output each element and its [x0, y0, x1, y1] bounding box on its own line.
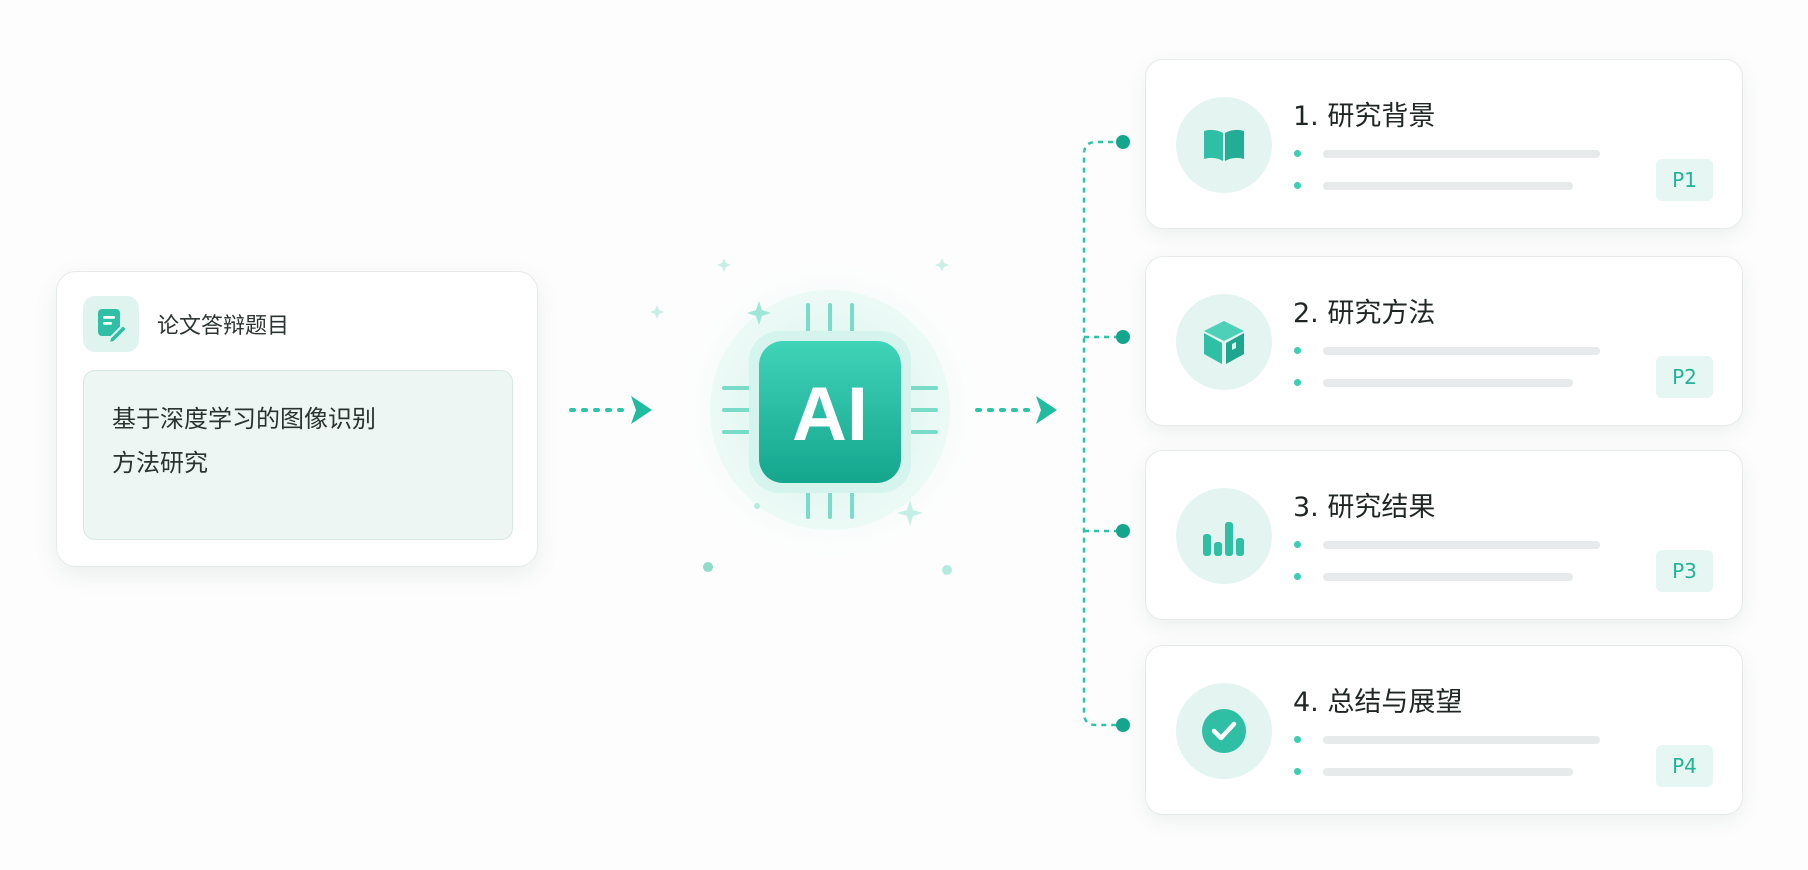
- section-title: 4. 总结与展望: [1293, 687, 1463, 718]
- input-label: 论文答辩题目: [157, 314, 290, 339]
- section-title: 2. 研究方法: [1293, 298, 1436, 329]
- thesis-topic-card: 论文答辩题目 基于深度学习的图像识别 方法研究: [56, 271, 538, 567]
- chip-pins: [722, 303, 938, 519]
- book-icon: [1176, 97, 1272, 193]
- section-card-results: 3. 研究结果 P3: [1145, 450, 1743, 620]
- placeholder-line: [1323, 768, 1573, 776]
- cube-icon: [1176, 294, 1272, 390]
- check-circle-icon: [1176, 683, 1272, 779]
- sparkles: [650, 258, 952, 575]
- topic-line: 方法研究: [112, 449, 208, 477]
- topic-line: 基于深度学习的图像识别: [112, 405, 376, 433]
- section-title: 3. 研究结果: [1293, 492, 1436, 523]
- bullet-dot: [1294, 768, 1301, 775]
- page-badge: P3: [1656, 550, 1713, 592]
- bullet-dot: [1294, 347, 1301, 354]
- section-bracket: [1082, 140, 1123, 727]
- bar-chart-icon: [1176, 488, 1272, 584]
- page-badge: P1: [1656, 159, 1713, 201]
- bullet-dot: [1294, 182, 1301, 189]
- bullet-dot: [1294, 573, 1301, 580]
- placeholder-line: [1323, 573, 1573, 581]
- placeholder-line: [1323, 379, 1573, 387]
- section-title: 1. 研究背景: [1293, 101, 1436, 132]
- section-card-method: 2. 研究方法 P2: [1145, 256, 1743, 426]
- page-badge: P4: [1656, 745, 1713, 787]
- bullet-dot: [1294, 541, 1301, 548]
- section-connector-dots: [1116, 135, 1130, 732]
- placeholder-line: [1323, 736, 1600, 744]
- note-edit-icon: [83, 296, 139, 352]
- section-card-background: 1. 研究背景 P1: [1145, 59, 1743, 229]
- placeholder-line: [1323, 541, 1600, 549]
- bullet-dot: [1294, 150, 1301, 157]
- arrow-to-ai: [569, 396, 652, 424]
- ai-chip: [759, 341, 901, 483]
- placeholder-line: [1323, 347, 1600, 355]
- bullet-dot: [1294, 379, 1301, 386]
- section-card-summary: 4. 总结与展望 P4: [1145, 645, 1743, 815]
- arrow-from-ai: [975, 396, 1057, 424]
- thesis-topic-box: 基于深度学习的图像识别 方法研究: [83, 370, 513, 540]
- placeholder-line: [1323, 182, 1573, 190]
- page-badge: P2: [1656, 356, 1713, 398]
- placeholder-line: [1323, 150, 1600, 158]
- ai-chip-label: AI: [792, 372, 868, 457]
- bullet-dot: [1294, 736, 1301, 743]
